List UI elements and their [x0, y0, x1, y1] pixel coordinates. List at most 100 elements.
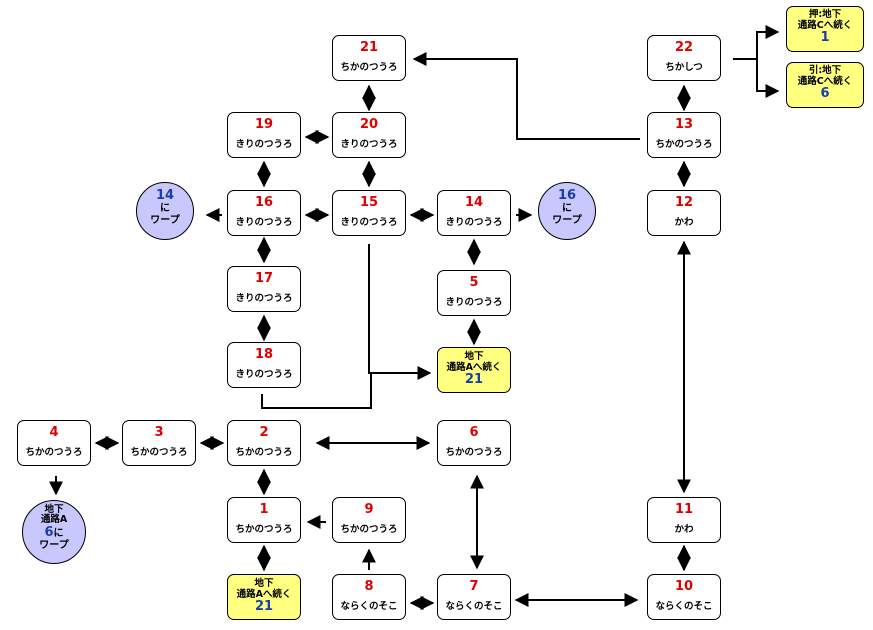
room-name: ちかのつうろ [235, 524, 293, 535]
warp-to-passage-a-6: 地下 通路A 6に ワープ [22, 500, 86, 564]
room-15: 15 きりのつうろ [332, 190, 406, 236]
exit-line-2: 通路Aへ続く [446, 362, 502, 373]
room-3: 3 ちかのつうろ [122, 420, 196, 466]
exit-number: 6 [820, 86, 830, 101]
room-9: 9 ちかのつうろ [332, 497, 406, 543]
room-number: 12 [674, 195, 694, 210]
warp-text-tsuro-a: 通路A [40, 514, 68, 525]
room-name: ちかしつ [665, 62, 703, 73]
room-11: 11 かわ [647, 497, 721, 543]
warp-text-ni: に [562, 203, 572, 214]
room-name: ならくのそこ [445, 601, 503, 612]
warp-number: 16 [557, 188, 577, 203]
exit-number: 1 [820, 30, 830, 45]
exit-line-2: 通路Cへ続く [797, 76, 853, 87]
room-number: 21 [359, 40, 379, 55]
room-number: 10 [674, 579, 694, 594]
room-name: ちかのつうろ [235, 447, 293, 458]
room-number: 6 [469, 425, 479, 440]
warp-text-ni: に [160, 203, 170, 214]
room-number: 18 [254, 347, 274, 362]
room-number: 9 [364, 502, 374, 517]
room-19: 19 きりのつうろ [227, 112, 301, 158]
room-13: 13 ちかのつうろ [647, 112, 721, 158]
room-5: 5 きりのつうろ [437, 270, 511, 316]
room-20: 20 きりのつうろ [332, 112, 406, 158]
warp-text-warp: ワープ [150, 215, 180, 226]
room-name: ちかのつうろ [130, 447, 188, 458]
link-22-push [733, 25, 780, 60]
exit-line-1: 引:地下 [808, 65, 842, 76]
room-number: 2 [259, 425, 269, 440]
room-name: ちかのつうろ [445, 447, 503, 458]
warp-text-chika: 地下 [44, 504, 64, 515]
room-name: きりのつうろ [445, 297, 503, 308]
exit-line-2: 通路Cへ続く [797, 20, 853, 31]
exit-number: 21 [464, 372, 484, 387]
room-number: 16 [254, 195, 274, 210]
exit-line-1: 押:地下 [808, 9, 842, 20]
room-2: 2 ちかのつうろ [227, 420, 301, 466]
link-13-21 [412, 52, 640, 140]
warp-number: 6 [44, 525, 54, 540]
room-21: 21 ちかのつうろ [332, 35, 406, 81]
room-name: かわ [674, 524, 694, 535]
room-12: 12 かわ [647, 190, 721, 236]
exit-line-1: 地下 [254, 578, 274, 589]
room-18: 18 きりのつうろ [227, 342, 301, 388]
room-number: 11 [674, 502, 694, 517]
room-7: 7 ならくのそこ [437, 574, 511, 620]
room-name: ちかのつうろ [340, 524, 398, 535]
room-number: 3 [154, 425, 164, 440]
room-number: 5 [469, 275, 479, 290]
room-name: きりのつうろ [340, 139, 398, 150]
room-name: きりのつうろ [235, 293, 293, 304]
room-number: 8 [364, 579, 374, 594]
room-number: 19 [254, 117, 274, 132]
warp-text-warp: ワープ [552, 215, 582, 226]
room-22: 22 ちかしつ [647, 35, 721, 81]
room-17: 17 きりのつうろ [227, 266, 301, 312]
room-name: かわ [674, 217, 694, 228]
room-number: 22 [674, 40, 694, 55]
room-name: ちかのつうろ [655, 139, 713, 150]
exit-number: 21 [254, 599, 274, 614]
link-22-pull [756, 59, 780, 98]
exit-line-2: 通路Aへ続く [236, 589, 292, 600]
room-name: きりのつうろ [235, 217, 293, 228]
room-number: 15 [359, 195, 379, 210]
room-1: 1 ちかのつうろ [227, 497, 301, 543]
room-number: 13 [674, 117, 694, 132]
room-16: 16 きりのつうろ [227, 190, 301, 236]
room-number: 17 [254, 271, 274, 286]
room-name: きりのつうろ [235, 139, 293, 150]
room-name: きりのつうろ [340, 217, 398, 228]
room-number: 1 [259, 502, 269, 517]
warp-text-ni: に [53, 528, 64, 539]
room-name: ちかのつうろ [25, 447, 83, 458]
room-name: ならくのそこ [340, 601, 398, 612]
room-name: きりのつうろ [235, 369, 293, 380]
warp-number: 14 [155, 188, 175, 203]
link-15-exit [368, 244, 432, 380]
room-8: 8 ならくのそこ [332, 574, 406, 620]
room-name: ならくのそこ [655, 601, 713, 612]
link-18-exit-line [261, 373, 372, 409]
room-6: 6 ちかのつうろ [437, 420, 511, 466]
room-10: 10 ならくのそこ [647, 574, 721, 620]
room-number: 7 [469, 579, 479, 594]
exit-line-1: 地下 [464, 351, 484, 362]
room-number: 20 [359, 117, 379, 132]
room-name: ちかのつうろ [340, 62, 398, 73]
room-number: 14 [464, 195, 484, 210]
